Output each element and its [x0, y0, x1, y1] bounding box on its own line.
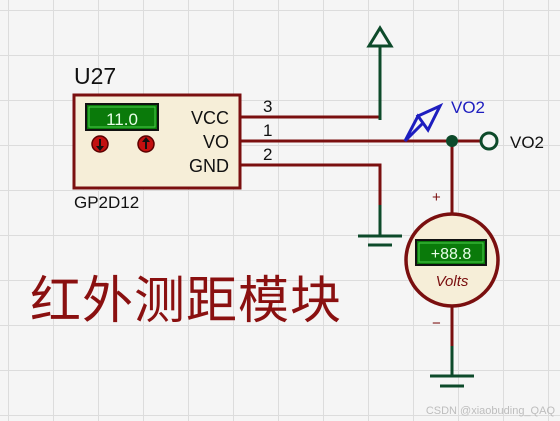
component-display	[85, 103, 159, 131]
module-caption: 红外测距模块	[30, 272, 342, 329]
pin-number-vcc: 3	[263, 97, 272, 116]
watermark: CSDN @xiaobuding_QAQ	[426, 405, 556, 417]
pin-number-gnd: 2	[263, 145, 272, 164]
voltage-probe-icon[interactable]	[403, 102, 444, 143]
ground-icon[interactable]	[358, 205, 402, 247]
pin-name-vo: VO	[203, 132, 229, 152]
component-display-value: 11.0	[106, 110, 138, 129]
pin-stubs	[240, 115, 262, 167]
voltmeter[interactable]: +88.8 Volts	[404, 212, 500, 308]
ground-icon-meter[interactable]	[430, 346, 474, 388]
power-terminal-icon[interactable]	[366, 25, 394, 120]
down-button-icon[interactable]	[91, 135, 109, 153]
voltmeter-plus: +	[432, 189, 441, 206]
component-ref: U27	[74, 63, 116, 89]
pin-number-vo: 1	[263, 121, 272, 140]
pin-name-gnd: GND	[189, 156, 229, 176]
wire-vcc[interactable]	[258, 46, 382, 119]
component-part: GP2D12	[74, 193, 139, 212]
voltmeter-unit: Volts	[436, 273, 469, 290]
up-button-icon[interactable]	[137, 135, 155, 153]
terminal-label: VO2	[510, 133, 544, 152]
voltmeter-minus: −	[432, 315, 441, 332]
junction-dot	[446, 135, 458, 147]
probe-label: VO2	[451, 98, 485, 117]
terminal-vo2-icon[interactable]	[479, 131, 499, 151]
pin-name-vcc: VCC	[191, 108, 229, 128]
wire-gnd[interactable]	[258, 163, 382, 238]
voltmeter-reading: +88.8	[431, 246, 472, 263]
voltmeter-display	[415, 239, 487, 266]
